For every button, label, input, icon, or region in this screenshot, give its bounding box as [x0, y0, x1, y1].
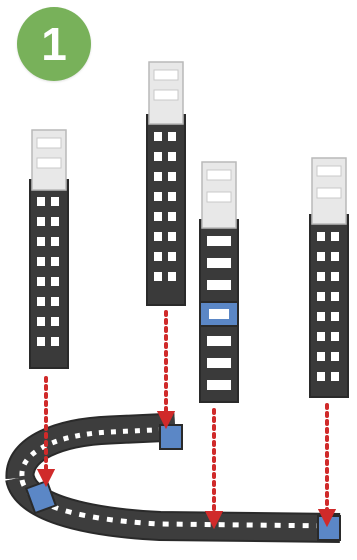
curved-chain-base	[20, 425, 340, 540]
vertical-chain-4	[310, 158, 348, 397]
vertical-chain-2	[147, 62, 185, 305]
vertical-chain-3	[200, 162, 238, 402]
vertical-chain-1	[30, 130, 68, 368]
insertion-arrows	[46, 312, 327, 520]
